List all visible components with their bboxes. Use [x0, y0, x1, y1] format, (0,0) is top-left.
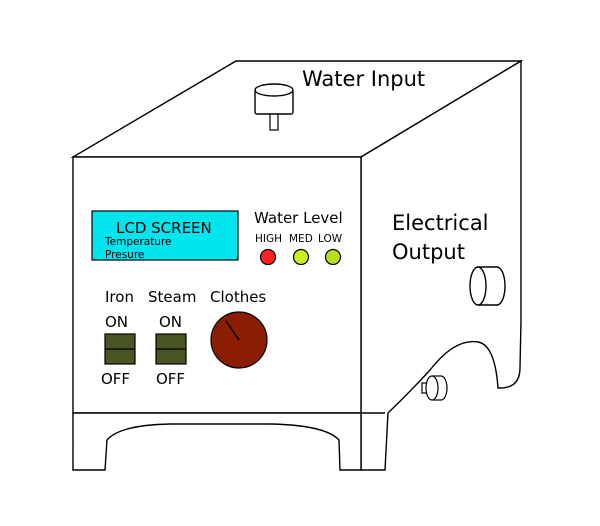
front-base-legs: [72, 412, 362, 471]
steam-off-label: OFF: [156, 370, 185, 388]
water-input-nozzle: [254, 83, 294, 131]
led-high: [259, 248, 277, 266]
steam-switch[interactable]: [155, 333, 187, 365]
steam-label: Steam: [148, 288, 196, 306]
lcd-pressure: Presure: [105, 249, 144, 261]
lcd-screen: [91, 210, 239, 261]
electrical-output-label-line2: Output: [392, 240, 465, 264]
lcd-temperature: Temperature: [104, 236, 172, 248]
right-side-face: [360, 59, 522, 471]
led-low: [324, 248, 342, 266]
iron-label: Iron: [105, 288, 134, 306]
clothes-label: Clothes: [210, 288, 266, 306]
water-level-label: Water Level: [254, 209, 343, 227]
water-input-label: Water Input: [302, 67, 425, 91]
iron-switch[interactable]: [104, 333, 136, 365]
steam-on-label: ON: [159, 313, 182, 331]
electrical-output-connector: [469, 266, 506, 306]
iron-off-label: OFF: [101, 370, 130, 388]
level-low-label: LOW: [318, 233, 343, 245]
level-med-label: MED: [289, 233, 313, 245]
level-high-label: HIGH: [255, 233, 282, 245]
front-face: [72, 156, 362, 414]
side-bottom-nozzle: [421, 375, 448, 401]
electrical-output-label-line1: Electrical: [392, 211, 489, 235]
clothes-knob[interactable]: [210, 311, 268, 369]
led-med: [292, 248, 310, 266]
iron-on-label: ON: [105, 313, 128, 331]
lcd-title: LCD SCREEN: [116, 219, 212, 237]
